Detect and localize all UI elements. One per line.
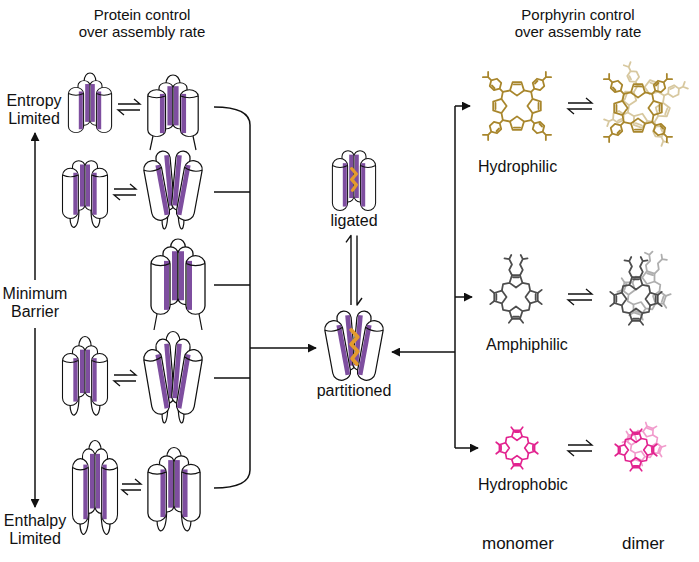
porphyrin-monomer xyxy=(482,71,552,141)
porphyrin-dimer xyxy=(610,257,661,325)
porphyrin-dimer xyxy=(615,429,657,471)
helix-bundle xyxy=(148,456,200,521)
helix-bundle xyxy=(151,247,205,314)
porphyrin-monomer xyxy=(496,427,538,469)
helix-bundle xyxy=(142,151,203,222)
porphyrin-cofactor xyxy=(351,330,358,364)
porphyrin-label: Hydrophilic xyxy=(478,158,557,176)
column-heading: Porphyrin control over assembly rate xyxy=(514,6,642,41)
helix-bundle xyxy=(148,83,198,137)
porphyrin-label: Amphiphilic xyxy=(486,336,568,354)
helix-bundle xyxy=(73,449,118,524)
protein-state: ligated xyxy=(326,150,382,230)
helix-bundle xyxy=(142,339,203,416)
helix-bundle xyxy=(332,151,375,211)
porphyrin-dimer xyxy=(601,59,691,149)
barrier-label: Minimum Barrier xyxy=(0,285,70,322)
state-label: partitioned xyxy=(317,382,392,400)
porphyrin-label: Hydrophobic xyxy=(478,476,568,494)
equilibrium-arrow xyxy=(346,235,362,305)
barrier-label: Enthalpy Limited xyxy=(2,512,68,549)
helix-bundle xyxy=(63,346,108,406)
helix-bundle xyxy=(68,81,111,133)
helix-bundle xyxy=(321,310,387,382)
porphyrin-dimer xyxy=(603,73,673,143)
protein-state: partitioned xyxy=(313,310,396,400)
porphyrin-monomer xyxy=(490,255,541,323)
helix-bundle xyxy=(63,161,108,219)
helix-bundle xyxy=(330,150,378,212)
species-label: dimer xyxy=(622,534,665,554)
helix-bundle xyxy=(323,311,384,382)
bracket xyxy=(214,106,478,488)
porphyrins xyxy=(482,59,691,471)
state-label: ligated xyxy=(330,212,377,230)
helix-bundles xyxy=(63,81,206,524)
species-label: monomer xyxy=(482,534,554,554)
equilibrium-arrows xyxy=(114,98,592,495)
column-heading: Protein control over assembly rate xyxy=(78,6,206,41)
porphyrin-cofactor xyxy=(352,169,357,191)
barrier-label: Entropy Limited xyxy=(2,92,66,129)
